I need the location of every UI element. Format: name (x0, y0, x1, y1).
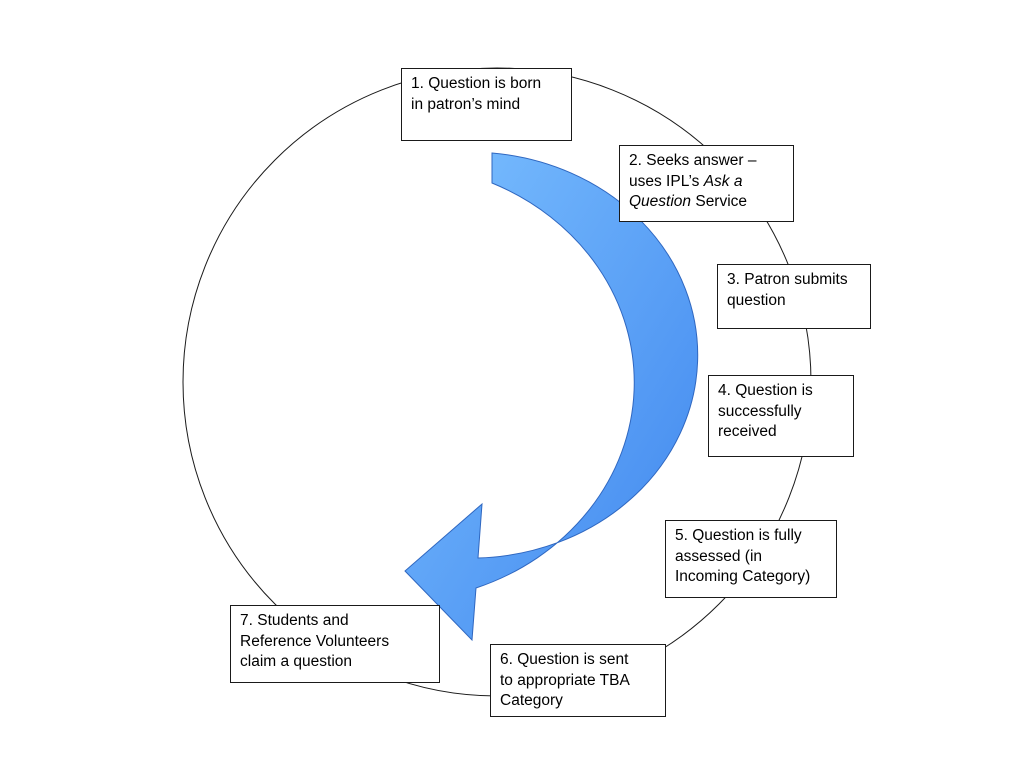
step-5-line-1: 5. Question is fully (675, 527, 802, 544)
step-2-line-3-text: Service (691, 193, 748, 210)
step-2-seeks-answer: 2. Seeks answer – uses IPL’s Ask a Quest… (619, 145, 794, 222)
step-2-line-1: 2. Seeks answer – (629, 152, 757, 169)
step-5-line-3: Incoming Category) (675, 568, 811, 585)
step-2-line-2-italic: Ask a (703, 172, 743, 190)
step-2-line-3: Question Service (629, 192, 785, 213)
step-3-patron-submits: 3. Patron submits question (717, 264, 871, 329)
step-7-claim-question: 7. Students and Reference Volunteers cla… (230, 605, 440, 683)
step-6-line-3: Category (500, 692, 563, 709)
step-2-line-3-italic: Question (629, 193, 692, 210)
step-4-line-2: successfully (718, 402, 802, 420)
step-1-line-1: 1. Question is born (411, 75, 542, 92)
step-3-line-2: question (727, 291, 786, 309)
step-2-line-2-text: uses IPL’s (629, 172, 704, 190)
step-3-line-1: 3. Patron submits (727, 271, 848, 288)
step-7-line-1: 7. Students and (240, 612, 349, 629)
step-7-line-2: Reference Volunteers (240, 632, 390, 650)
step-7-line-3: claim a question (240, 653, 353, 670)
step-4-question-received: 4. Question is successfully received (708, 375, 854, 457)
step-5-line-2: assessed (in (675, 547, 763, 565)
step-5-question-assessed: 5. Question is fully assessed (in Incomi… (665, 520, 837, 598)
step-1-line-2: in patron’s mind (411, 95, 521, 113)
step-2-line-2: uses IPL’s Ask a (629, 172, 785, 193)
step-4-line-3: received (718, 423, 777, 440)
step-6-question-sent: 6. Question is sent to appropriate TBA C… (490, 644, 666, 717)
step-6-line-1: 6. Question is sent (500, 651, 629, 668)
step-6-line-2: to appropriate TBA (500, 671, 630, 689)
step-1-question-born: 1. Question is born in patron’s mind (401, 68, 572, 141)
step-4-line-1: 4. Question is (718, 382, 813, 399)
curved-process-arrow (404, 152, 699, 642)
